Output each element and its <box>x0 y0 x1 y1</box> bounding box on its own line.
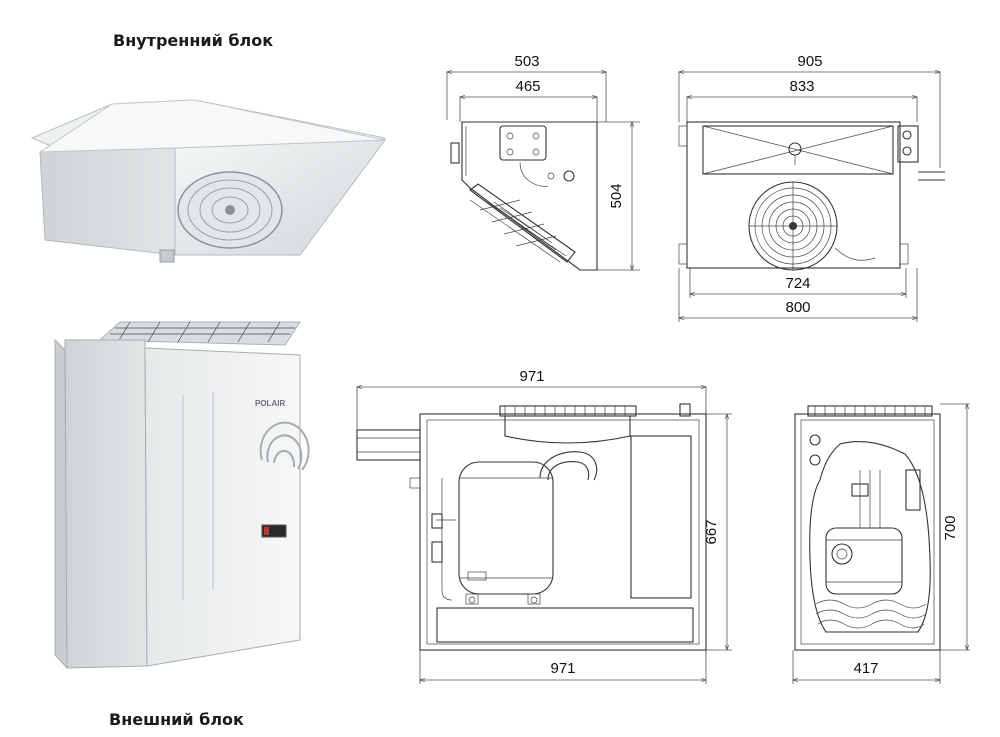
dim-outdoor-front-height: 667 <box>703 519 720 544</box>
vent-grille-icon <box>259 421 310 471</box>
dim-indoor-side-height: 504 <box>608 183 625 208</box>
outdoor-side-view: 700 417 <box>793 404 970 684</box>
dim-indoor-side-total-width: 503 <box>514 53 539 70</box>
dim-indoor-front-bottom-total: 800 <box>785 299 810 316</box>
dim-outdoor-side-width: 417 <box>853 660 878 677</box>
outdoor-front-view: 971 971 667 <box>357 368 732 684</box>
dim-outdoor-front-top-width: 971 <box>519 368 544 385</box>
dim-outdoor-side-height: 700 <box>942 515 959 540</box>
fan-grille-icon <box>177 171 283 249</box>
dim-outdoor-front-bottom-width: 971 <box>550 660 575 677</box>
dim-indoor-front-inner-width: 833 <box>789 78 814 95</box>
dim-indoor-side-inner-width: 465 <box>515 78 540 95</box>
indoor-fan-icon <box>748 181 838 271</box>
dim-indoor-front-bottom-inner: 724 <box>785 275 810 292</box>
indoor-unit-title: Внутренний блок <box>113 31 274 50</box>
evaporator-unit-icon <box>30 99 387 263</box>
indoor-side-view: 503 465 504 <box>447 53 640 270</box>
side-compressor-icon <box>825 527 903 595</box>
compressor-icon <box>458 461 554 605</box>
outdoor-unit-title: Внешний блок <box>109 710 244 729</box>
condensing-unit-icon: POLAIR <box>54 321 310 670</box>
dim-indoor-front-total-width: 905 <box>797 53 822 70</box>
brand-logo: POLAIR <box>255 399 285 408</box>
indoor-front-view: 905 833 724 800 <box>679 53 945 322</box>
